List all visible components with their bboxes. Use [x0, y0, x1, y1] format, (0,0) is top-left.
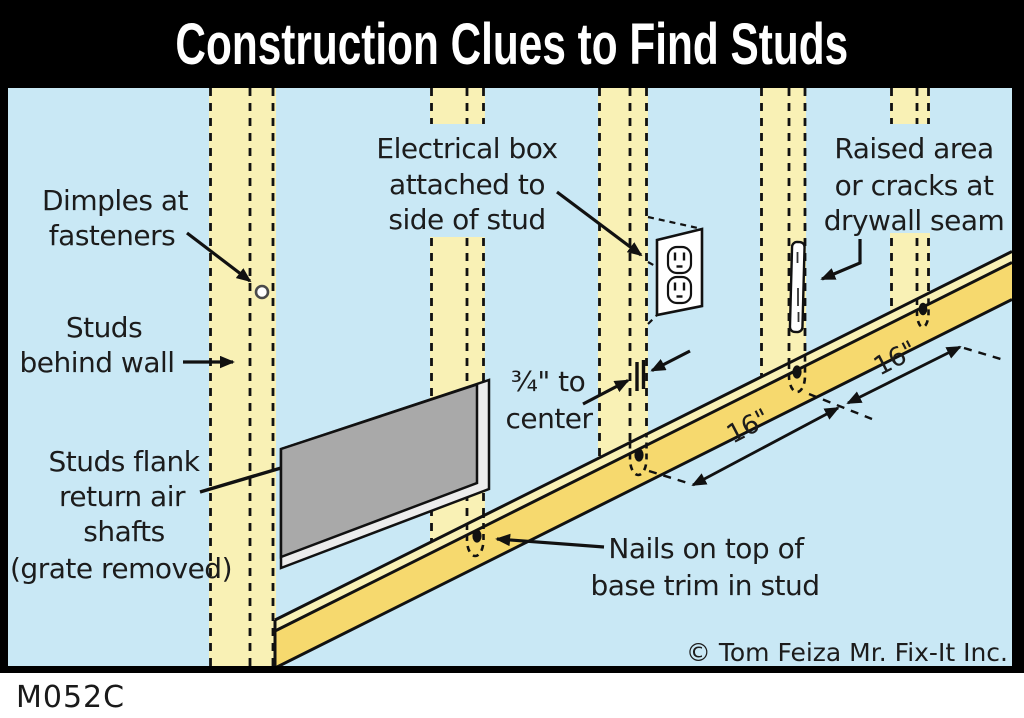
offset-arrow-left [582, 379, 630, 406]
electrical-label-line2: attached to [389, 168, 545, 201]
offset-label-line2: center [505, 402, 593, 435]
electrical-label-backdrop [374, 124, 590, 237]
flank-label-line3: shafts [83, 515, 164, 548]
dimples-arrow [186, 231, 252, 283]
studs-behind-label-line1: Studs [66, 311, 142, 344]
raised-label-line2: or cracks at [835, 169, 994, 202]
base-trim-front-face [275, 262, 1012, 668]
flank-label-line1: Studs flank [48, 445, 200, 478]
electrical-label-line1: Electrical box [376, 132, 557, 165]
seam-tape-marks [796, 252, 800, 322]
fastener-dimple [254, 284, 270, 300]
stud-band-4 [760, 88, 806, 378]
offset-arrow-right [650, 349, 691, 372]
raised-seam-arrow [820, 239, 862, 281]
raised-label-line3: drywall seam [824, 204, 1005, 237]
receptacle-slots [673, 252, 686, 298]
nails-label-line2: base trim in stud [590, 569, 819, 602]
electrical-outlet [647, 215, 704, 325]
nail-2 [634, 448, 644, 462]
receptacles [666, 245, 693, 305]
page-title: Construction Clues to Find Studs [175, 11, 849, 77]
studs-behind-label-line2: behind wall [19, 346, 174, 379]
drywall-seam-strip [788, 240, 806, 334]
dimples-label-line2: fasteners [49, 219, 175, 252]
raised-label-line1: Raised area [834, 132, 993, 165]
outlet-hidden-edges [647, 215, 701, 325]
electrical-arrow [556, 190, 643, 257]
copyright-text: © Tom Feiza Mr. Fix-It Inc. [686, 638, 1008, 666]
nail-3 [792, 365, 802, 379]
nail-1 [472, 529, 482, 543]
base-trim-top-face [275, 251, 1012, 631]
trim-nails [472, 302, 928, 543]
wall-illustration: Dimples at fasteners Studs behind wall E… [8, 88, 1013, 670]
electrical-label-line3: side of stud [388, 203, 545, 236]
stud-band-1 [209, 88, 276, 666]
flank-label-line2: return air [59, 480, 186, 513]
figure-code: M052C [16, 680, 126, 715]
stud-band-3 [598, 88, 648, 459]
nails-label-line1: Nails on top of [608, 532, 805, 565]
flank-label-line4: (grate removed) [10, 552, 232, 585]
dimension-lines [648, 345, 1005, 487]
callout-arrows [183, 190, 862, 549]
flank-leader-line [199, 466, 282, 494]
nails-arrow [495, 533, 605, 549]
labels: Dimples at fasteners Studs behind wall E… [10, 132, 1008, 667]
return-air-shaft [279, 378, 491, 570]
dimension-arrow-2 [846, 345, 962, 405]
nail-4 [918, 302, 928, 316]
grate-opening-panel [279, 382, 479, 559]
wall-svg: Dimples at fasteners Studs behind wall E… [8, 88, 1013, 670]
dimples-label-line1: Dimples at [42, 184, 189, 217]
offset-tick-bars [635, 360, 646, 391]
raised-label-backdrop [822, 124, 1012, 233]
hidden-stud-curves [465, 293, 930, 558]
offset-label-line1: ¾" to [511, 365, 586, 398]
dimension-extension-dashes [648, 346, 1005, 486]
dimension-arrow-1 [691, 406, 840, 487]
title-bar: Construction Clues to Find Studs [0, 0, 1024, 88]
